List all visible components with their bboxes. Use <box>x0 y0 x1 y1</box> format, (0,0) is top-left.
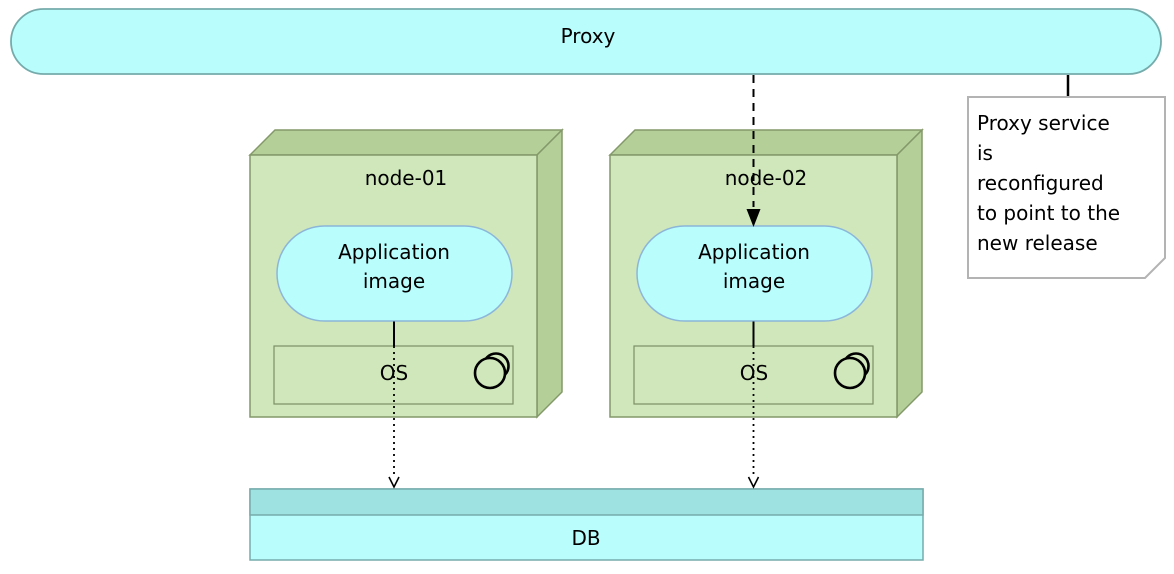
os-circles-icon <box>473 352 510 390</box>
application-image-label-line2: image <box>723 269 785 293</box>
note-text-line: Proxy service <box>977 111 1110 135</box>
application-image-label-line2: image <box>363 269 425 293</box>
note-shape: Proxy service is reconfigured to point t… <box>967 96 1166 279</box>
note-text-line: new release <box>977 231 1098 255</box>
node-side-face <box>536 128 563 419</box>
node-top-face <box>248 129 564 156</box>
connectors <box>388 75 1070 489</box>
proxy-shape: Proxy <box>10 8 1162 75</box>
db-shape: DB <box>249 488 924 561</box>
application-image-shape <box>276 225 513 322</box>
node-top-face <box>608 129 924 156</box>
application-image-label-line1: Application <box>698 240 810 264</box>
dotted-open-arrowhead <box>747 476 760 489</box>
dashed-arrowhead <box>746 209 761 227</box>
note-text-line: to point to the <box>977 201 1120 225</box>
db-top-band <box>249 488 924 516</box>
node-01-box: node-01 Application image OS <box>248 128 564 419</box>
proxy-pill <box>10 8 1162 75</box>
db-label: DB <box>571 526 600 550</box>
note-body <box>967 96 1166 279</box>
node-side-face <box>896 128 923 419</box>
node-name-label: node-01 <box>365 166 448 190</box>
note-text-line: is <box>977 141 993 165</box>
application-image-shape <box>636 225 873 322</box>
node-02-box: node-02 Application image OS <box>608 128 924 419</box>
os-circles-icon <box>833 352 870 390</box>
note-text-line: reconfigured <box>977 171 1104 195</box>
dotted-open-arrowhead <box>388 476 400 489</box>
proxy-label: Proxy <box>561 24 616 48</box>
application-image-label-line1: Application <box>338 240 450 264</box>
node-name-label: node-02 <box>725 166 808 190</box>
